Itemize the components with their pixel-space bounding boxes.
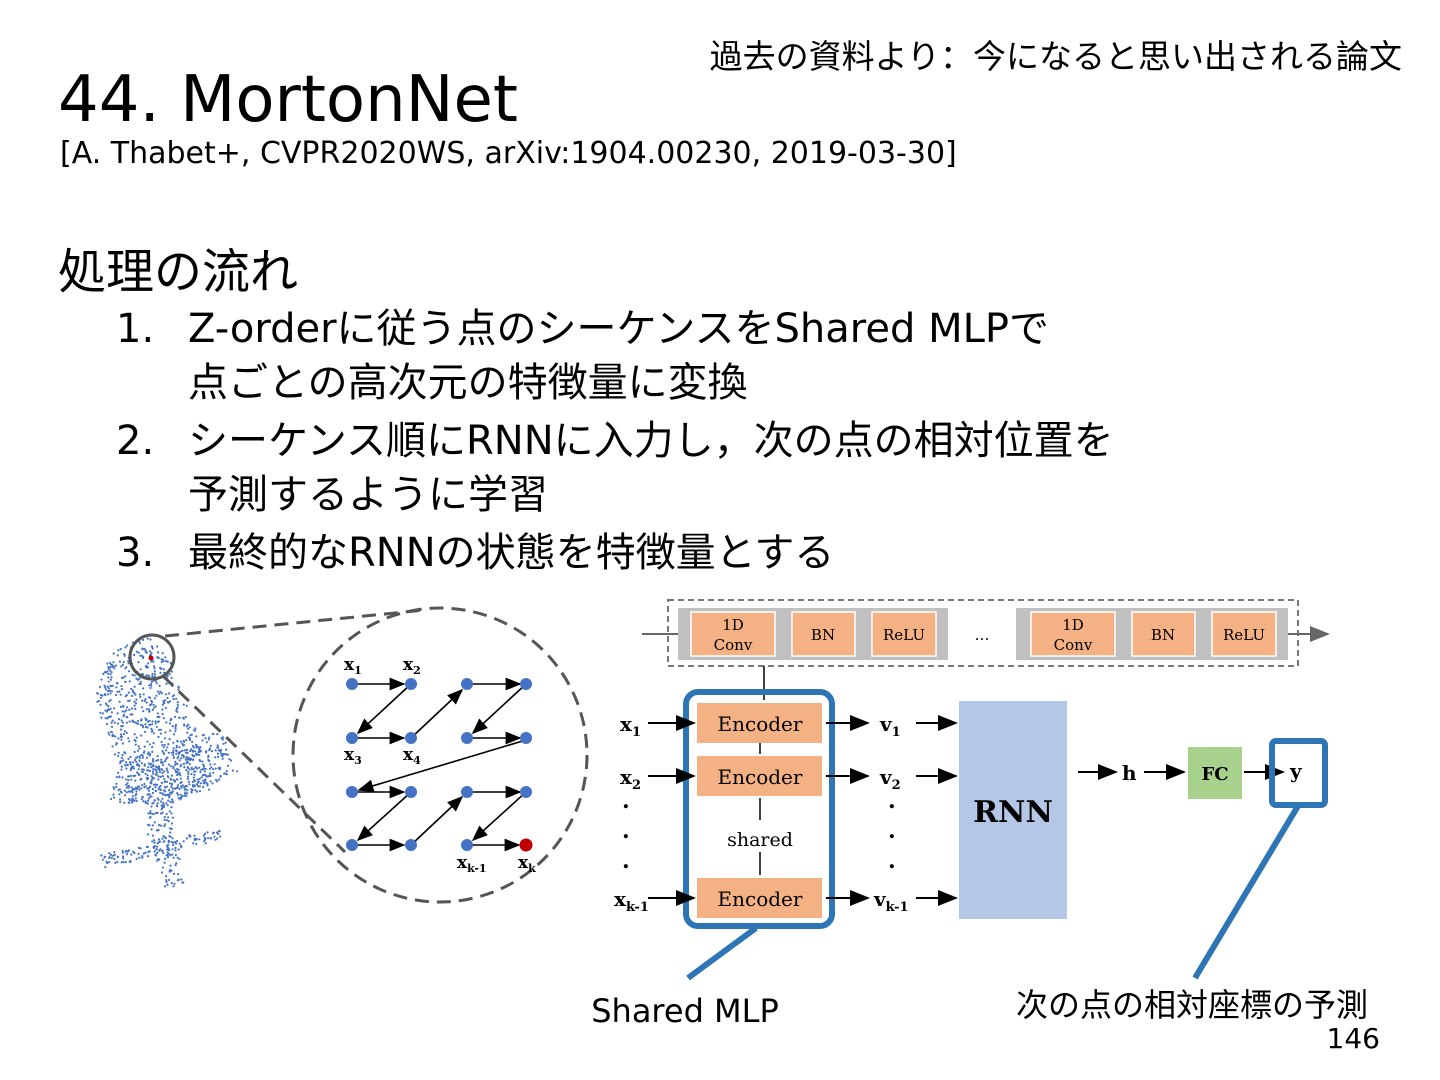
zoom-guide-line — [164, 608, 426, 638]
step-3: 3. 最終的なRNNの状態を特徴量とする — [116, 526, 1356, 580]
step-1: 1. Z-orderに従う点のシーケンスをShared MLPで点ごとの高次元の… — [116, 302, 1356, 410]
bn-label: BN — [811, 626, 835, 644]
zoom-guide-line — [161, 674, 347, 854]
relu-block — [871, 611, 937, 657]
last-point — [519, 838, 533, 852]
step-number: 2. — [116, 418, 155, 464]
z-label: x1 — [344, 655, 362, 677]
mortonnet-figure: x1 x2 x3 x4 xk-1 xk 1D Conv BN ReLU … 1D… — [96, 599, 1368, 1030]
zoom-circle — [291, 606, 589, 904]
flow-arrows — [648, 715, 1285, 906]
conv-block — [690, 611, 776, 657]
rnn-block — [959, 701, 1067, 919]
bn-block — [791, 611, 856, 657]
encoder-label: Encoder — [718, 887, 803, 911]
feature-label: v2 — [879, 765, 901, 793]
encoder-block — [697, 756, 822, 796]
z-label: xk-1 — [457, 853, 487, 875]
conv-label: Conv — [714, 636, 753, 654]
step-text: 最終的なRNNの状態を特徴量とする — [188, 530, 835, 576]
encoder-block — [697, 878, 822, 918]
input-label: xk-1 — [614, 887, 649, 915]
bn-label: BN — [1151, 626, 1175, 644]
chair-point-cloud — [96, 637, 239, 888]
encoder-label: Encoder — [718, 765, 803, 789]
header-note: 過去の資料より：今になると思い出される論文 — [709, 37, 1402, 76]
y-label: y — [1289, 759, 1303, 783]
encoder-block — [697, 703, 822, 743]
step-number: 3. — [116, 530, 155, 576]
z-label: x2 — [403, 655, 421, 677]
svg-text:.: . — [622, 788, 630, 814]
ellipsis-label: … — [975, 626, 990, 644]
fc-label: FC — [1201, 764, 1228, 785]
rnn-label: RNN — [973, 795, 1053, 830]
bn-block — [1131, 611, 1196, 657]
step-text: 予測するように学習 — [188, 472, 548, 518]
svg-text:.: . — [888, 848, 896, 874]
selected-point — [148, 655, 154, 661]
input-label: x1 — [620, 712, 641, 740]
prediction-highlight — [1269, 738, 1328, 808]
relu-label: ReLU — [1223, 626, 1265, 644]
conv-label: 1D — [1062, 616, 1084, 634]
shared-label: shared — [727, 829, 793, 851]
relu-label: ReLU — [883, 626, 925, 644]
shared-mlp-highlight — [683, 689, 835, 929]
z-label: x3 — [344, 745, 362, 767]
feature-label: vk-1 — [873, 887, 909, 915]
callout-line-shared — [686, 925, 758, 981]
step-text: 点ごとの高次元の特徴量に変換 — [188, 360, 748, 406]
svg-text:.: . — [888, 818, 896, 844]
step-2: 2. シーケンス順にRNNに入力し，次の点の相対位置を予測するように学習 — [116, 414, 1356, 522]
step-number: 1. — [116, 306, 155, 352]
slide-title: 44. MortonNet — [58, 63, 518, 137]
process-steps: 1. Z-orderに従う点のシーケンスをShared MLPで点ごとの高次元の… — [116, 302, 1356, 584]
conv-block — [1030, 611, 1116, 657]
h-label: h — [1122, 761, 1137, 785]
z-label: x4 — [403, 745, 421, 767]
zoom-lens-circle — [128, 633, 176, 681]
page-number: 146 — [1326, 1022, 1380, 1055]
fc-block — [1188, 747, 1242, 799]
conv-label: Conv — [1054, 636, 1093, 654]
step-text: Z-orderに従う点のシーケンスをShared MLPで — [188, 306, 1049, 352]
citation: [A. Thabet+, CVPR2020WS, arXiv:1904.0023… — [60, 136, 957, 171]
z-order-points — [346, 678, 532, 851]
svg-text:.: . — [622, 818, 630, 844]
relu-block — [1211, 611, 1277, 657]
callout-prediction: 次の点の相対座標の予測 — [1016, 986, 1368, 1024]
callout-line-predict — [1192, 804, 1301, 980]
encoder-label: Encoder — [718, 712, 803, 736]
svg-text:.: . — [888, 788, 896, 814]
callout-shared-mlp: Shared MLP — [591, 992, 779, 1030]
feature-label: v1 — [879, 712, 901, 740]
section-heading: 処理の流れ — [58, 244, 299, 300]
z-order-arrows — [352, 677, 527, 852]
z-label: xk — [518, 853, 536, 875]
conv-label: 1D — [722, 616, 744, 634]
step-text: シーケンス順にRNNに入力し，次の点の相対位置を — [188, 418, 1114, 464]
svg-text:.: . — [622, 848, 630, 874]
